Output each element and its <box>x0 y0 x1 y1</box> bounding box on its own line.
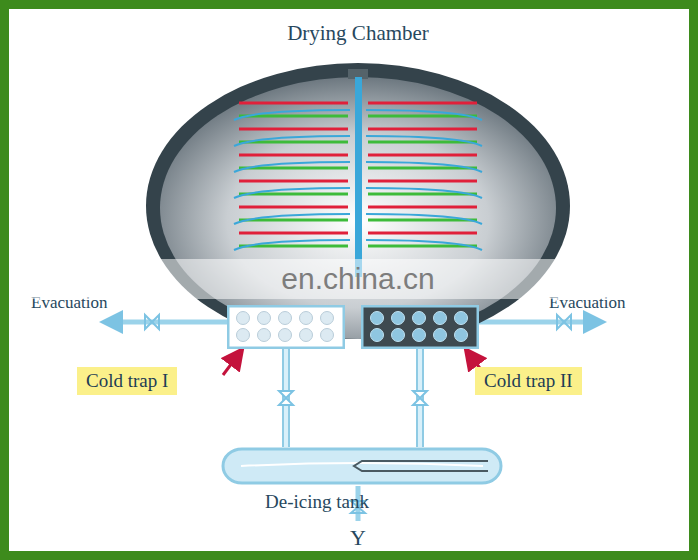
node-outline <box>361 305 479 349</box>
trap-label: Cold trap II <box>475 367 582 395</box>
drain-label: Y <box>350 525 366 551</box>
cold-trap: Cold trap I <box>227 305 345 349</box>
trap-label: Cold trap I <box>77 367 177 395</box>
pipe-connector <box>413 349 427 447</box>
watermark: en.china.cn <box>9 259 698 299</box>
de-icing-tank: De-icing tank <box>221 447 503 485</box>
node-outline <box>221 447 503 485</box>
node-outline <box>227 305 345 349</box>
cold-trap: Cold trap II <box>361 305 479 349</box>
tank-label: De-icing tank <box>265 491 369 513</box>
chamber-title: Drying Chamber <box>144 21 572 46</box>
node-layer: Drying ChamberCold trap I Cold trap II De-… <box>9 9 698 560</box>
pipe-connector <box>279 349 293 447</box>
